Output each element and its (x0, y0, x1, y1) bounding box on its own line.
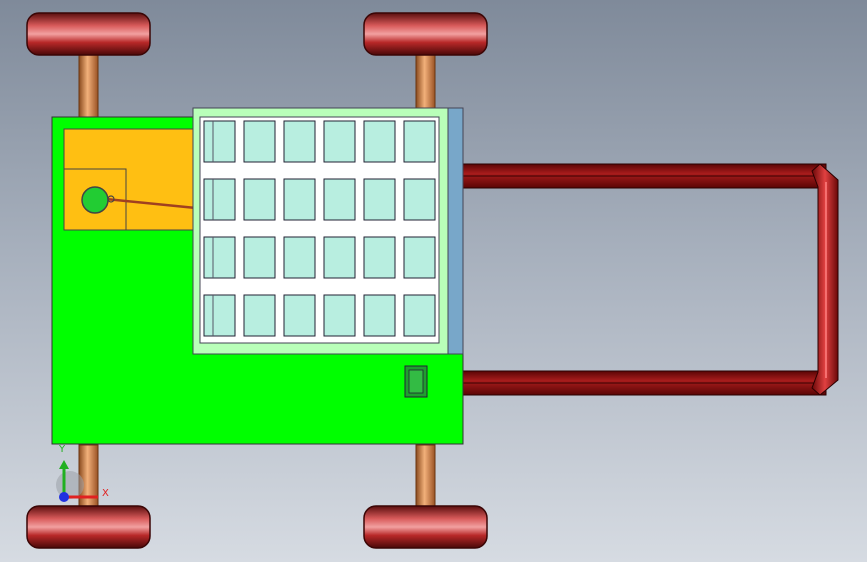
switch-knob (81, 186, 109, 214)
solar-cell (403, 236, 436, 279)
axle-rear-left (78, 444, 99, 510)
triad-z-axis (59, 492, 69, 502)
wheel-front-left (26, 12, 151, 56)
solar-cell (323, 178, 356, 221)
wire (105, 197, 197, 210)
solar-cell (283, 120, 316, 163)
solar-cell (243, 120, 276, 163)
solar-cell (403, 294, 436, 337)
solar-cell (323, 120, 356, 163)
push-handle (425, 163, 839, 396)
solar-cell (283, 236, 316, 279)
triad-y-label: Y (58, 444, 66, 455)
solar-cell (323, 236, 356, 279)
solar-cell (203, 294, 236, 337)
wire-terminal (107, 195, 115, 203)
solar-cell (363, 294, 396, 337)
wheel-front-right (363, 12, 488, 56)
handle-grip (811, 163, 839, 396)
solar-cells-grid (203, 120, 436, 337)
solar-cell (323, 294, 356, 337)
axis-triad: X Y (56, 444, 109, 502)
solar-cell (283, 294, 316, 337)
solar-cell (243, 294, 276, 337)
solar-cell (243, 236, 276, 279)
triad-x-label: X (102, 488, 109, 499)
solar-cell (403, 178, 436, 221)
handle-connector-face (408, 369, 424, 394)
solar-panel-side-strip (446, 107, 464, 355)
solar-cell (363, 120, 396, 163)
solar-cell (363, 178, 396, 221)
wheel-rear-right (363, 505, 488, 549)
solar-panel-inner (199, 116, 440, 344)
solar-cell (283, 178, 316, 221)
solar-cell (243, 178, 276, 221)
solar-cell (203, 178, 236, 221)
solar-cell (363, 236, 396, 279)
axle-front-left (78, 51, 99, 119)
solar-cell (203, 236, 236, 279)
wheel-rear-left (26, 505, 151, 549)
axle-rear-right (415, 444, 436, 510)
solar-cell (203, 120, 236, 163)
solar-cell (403, 120, 436, 163)
axle-front-right (415, 51, 436, 111)
